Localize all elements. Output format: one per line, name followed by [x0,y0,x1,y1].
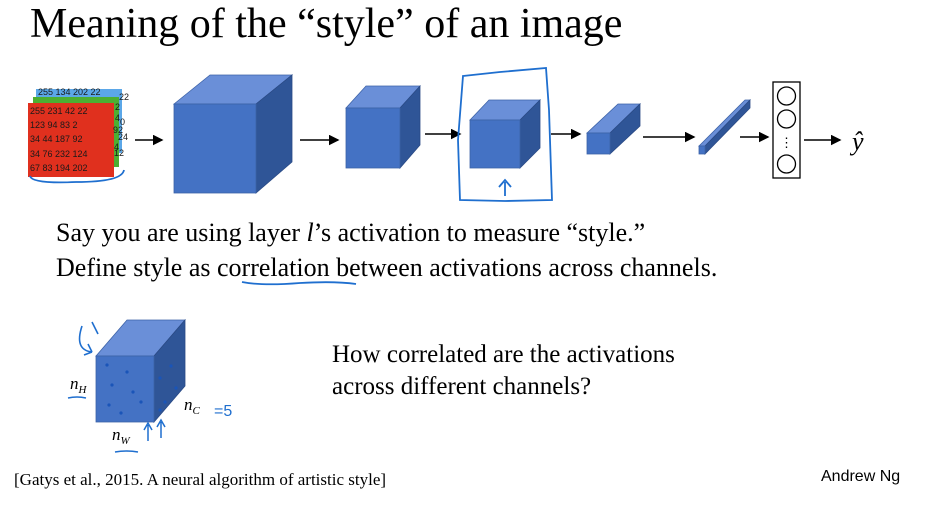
grid-row-3: 34 76 232 124 [30,149,88,159]
grid-underline-ink [29,169,125,184]
neuron-circle-3 [776,154,797,174]
neuron-circle-2 [776,109,797,129]
question-line-2: across different channels? [332,373,592,400]
convnet-diagram: 255 134 202 22 22 2 4 0 92 24 4 12 255 2… [28,67,864,202]
question-line-1: How correlated are the activations [332,341,675,368]
volume-5 [698,99,751,155]
nw-underline-ink [114,450,139,453]
input-image-grid: 255 134 202 22 22 2 4 0 92 24 4 12 255 2… [28,87,129,184]
cube-pointer-ink [78,325,93,356]
grid-row-2: 34 44 187 92 [30,134,83,144]
layer-variable: l [306,218,314,247]
nh-underline-ink [67,396,87,399]
volume-2 [345,84,421,170]
grid-back-col-3: 0 [120,117,125,127]
layer-highlight-ink [457,67,553,202]
grid-back-col-2: 4 [115,113,120,123]
grid-back-col-5: 24 [118,132,128,142]
cube-tick-ink [91,321,99,335]
grid-row-0: 255 231 42 22 [30,106,88,116]
layer-pointer-ink [498,178,512,196]
correlation-underline-ink [241,281,357,286]
label-nc-value-ink: =5 [214,403,232,420]
neuron-dots: ⋮ [780,135,793,150]
text-line-style-definition: Define style as correlation between acti… [56,253,717,283]
line2-text-end: between activations across channels. [329,253,718,282]
citation: [Gatys et al., 2015. A neural algorithm … [14,470,387,489]
activation-cube [95,318,186,424]
line1-text-end: ’s activation to measure “style.” [313,218,646,247]
label-nh: nH [70,374,88,396]
volume-1 [172,74,294,194]
grid-back-col-0: 22 [119,92,129,102]
grid-back-col-7: 12 [114,148,124,158]
grid-back-col-4: 92 [113,125,123,135]
output-neurons: ⋮ [772,81,801,179]
grid-row-1: 123 94 83 2 [30,120,78,130]
text-line-layer-activation: Say you are using layer l’s activation t… [56,218,645,248]
grid-back-col-1: 2 [115,102,120,112]
volume-4 [585,103,641,155]
line2-text-start: Define style as [56,253,218,282]
label-nw: nW [112,425,131,447]
grid-row-4: 67 83 194 202 [30,163,88,173]
slide-title: Meaning of the “style” of an image [30,1,623,47]
cube-ink-dots [105,363,178,415]
label-nc: nC [184,395,201,417]
grid-back-col-6: 4 [114,142,119,152]
neuron-circle-1 [776,86,797,106]
author-name: Andrew Ng [821,468,901,485]
output-label-yhat: ŷ [849,127,864,156]
cube-front-face [95,355,155,423]
volume-3 [469,99,541,169]
grid-red-layer [28,103,114,177]
nw-arrows-ink [143,418,166,441]
correlation-keyword: correlation [217,253,330,282]
line1-text-start: Say you are using layer [56,218,307,247]
grid-back-top-text: 255 134 202 22 [38,87,101,97]
